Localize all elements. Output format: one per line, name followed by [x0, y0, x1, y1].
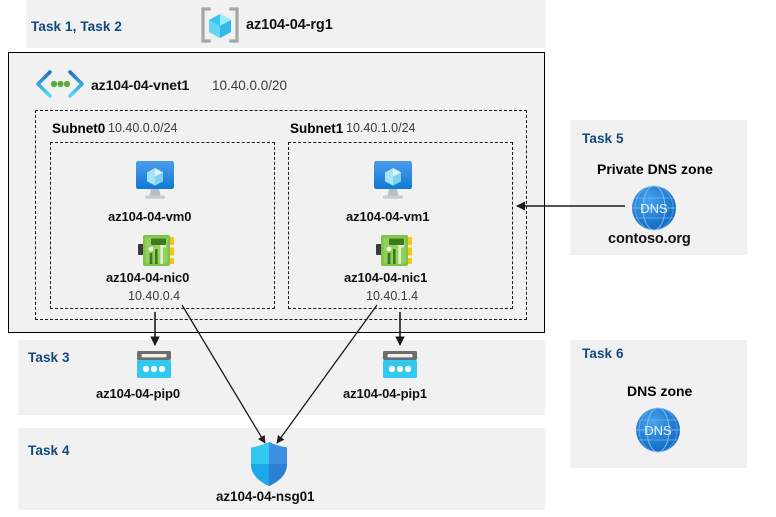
nic0-name: az104-04-nic0 — [106, 270, 190, 285]
subnet1-box — [288, 142, 513, 309]
dns-icon-text: DNS — [644, 423, 672, 438]
task-label-4: Task 4 — [28, 443, 70, 458]
vm0-name: az104-04-vm0 — [108, 209, 192, 224]
task-label-3: Task 3 — [28, 350, 70, 365]
nic1-ip: 10.40.1.4 — [366, 289, 419, 303]
task-label-1-2: Task 1, Task 2 — [31, 19, 122, 34]
network-security-group-icon — [247, 440, 291, 488]
subnet1-address-prefix: 10.40.1.0/24 — [346, 121, 416, 135]
dns-zone-icon: DNS — [630, 184, 678, 232]
dns-icon-text: DNS — [640, 201, 668, 216]
subnet1-label: Subnet1 — [290, 121, 344, 136]
vm1-name: az104-04-vm1 — [346, 209, 430, 224]
task-label-5: Task 5 — [582, 131, 624, 146]
resource-group-name: az104-04-rg1 — [246, 17, 333, 33]
dns-zone-icon: DNS — [634, 406, 682, 454]
vnet-name: az104-04-vnet1 — [91, 77, 190, 93]
header-panel — [26, 0, 545, 48]
subnet0-label: Subnet0 — [52, 121, 106, 136]
virtual-machine-icon — [131, 158, 179, 202]
nic0-ip: 10.40.0.4 — [128, 289, 181, 303]
task3-panel — [18, 340, 545, 415]
pip0-name: az104-04-pip0 — [96, 386, 180, 401]
public-ip-address-icon — [381, 349, 419, 381]
nsg-name: az104-04-nsg01 — [216, 489, 315, 504]
dns-zone-heading: DNS zone — [627, 383, 693, 399]
nic1-name: az104-04-nic1 — [344, 270, 428, 285]
task-label-6: Task 6 — [582, 346, 624, 361]
resource-group-icon — [200, 7, 240, 43]
vnet-address-space: 10.40.0.0/20 — [212, 78, 288, 93]
private-dns-zone-name: contoso.org — [608, 231, 691, 247]
virtual-network-icon — [34, 68, 86, 100]
private-dns-zone-heading: Private DNS zone — [597, 161, 713, 177]
public-ip-address-icon — [135, 349, 173, 381]
subnet0-address-prefix: 10.40.0.0/24 — [108, 121, 178, 135]
network-interface-icon — [138, 232, 174, 268]
virtual-machine-icon — [369, 158, 417, 202]
subnet0-box — [50, 142, 275, 309]
vnet-container — [8, 52, 545, 333]
pip1-name: az104-04-pip1 — [343, 386, 427, 401]
network-interface-icon — [376, 232, 412, 268]
